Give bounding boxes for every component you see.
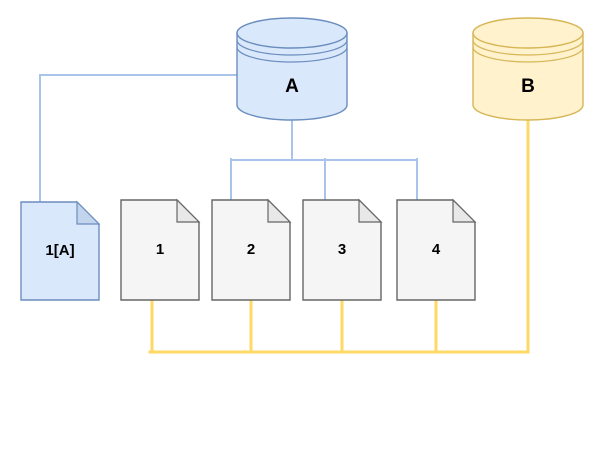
document-2-label: 2 [247, 241, 255, 258]
document-1-label: 1 [156, 241, 164, 258]
document-2-body [211, 199, 291, 301]
document-1-body [120, 199, 200, 301]
document-2[interactable]: 2 [211, 198, 292, 301]
document-4-label: 4 [432, 241, 441, 258]
document-3-fold-icon [358, 198, 383, 223]
cylinder-a-body [236, 32, 348, 121]
edge-layer [39, 74, 530, 354]
cylinder-a-top-ellipse [236, 17, 348, 49]
cylinder-b-ring-1 [472, 39, 584, 56]
document-3[interactable]: 3 [302, 198, 383, 301]
document-1a[interactable]: 1[A] [20, 200, 101, 301]
document-1a-body [20, 201, 100, 301]
cylinder-b[interactable]: B [472, 17, 584, 121]
document-1-fold-icon [176, 198, 201, 223]
cylinder-a-label: A [285, 76, 299, 97]
document-4-fold-icon [452, 198, 477, 223]
cylinder-a-ring-2 [236, 46, 348, 63]
cylinder-b-label: B [521, 76, 535, 97]
cylinder-a-ring-1 [236, 39, 348, 56]
cylinder-a[interactable]: A [236, 17, 348, 121]
document-3-label: 3 [338, 241, 346, 258]
cylinder-b-ring-2 [472, 46, 584, 63]
edge-cylinder-a-to-document-1a[interactable] [39, 74, 238, 207]
document-4-body [396, 199, 476, 301]
document-2-fold-icon [267, 198, 292, 223]
document-1a-label: 1[A] [45, 242, 74, 259]
document-3-body [302, 199, 382, 301]
document-1a-fold-icon [76, 200, 101, 225]
document-1[interactable]: 1 [120, 198, 201, 301]
document-4[interactable]: 4 [396, 198, 477, 301]
cylinder-b-top-ellipse [472, 17, 584, 49]
cylinder-b-body [472, 32, 584, 121]
